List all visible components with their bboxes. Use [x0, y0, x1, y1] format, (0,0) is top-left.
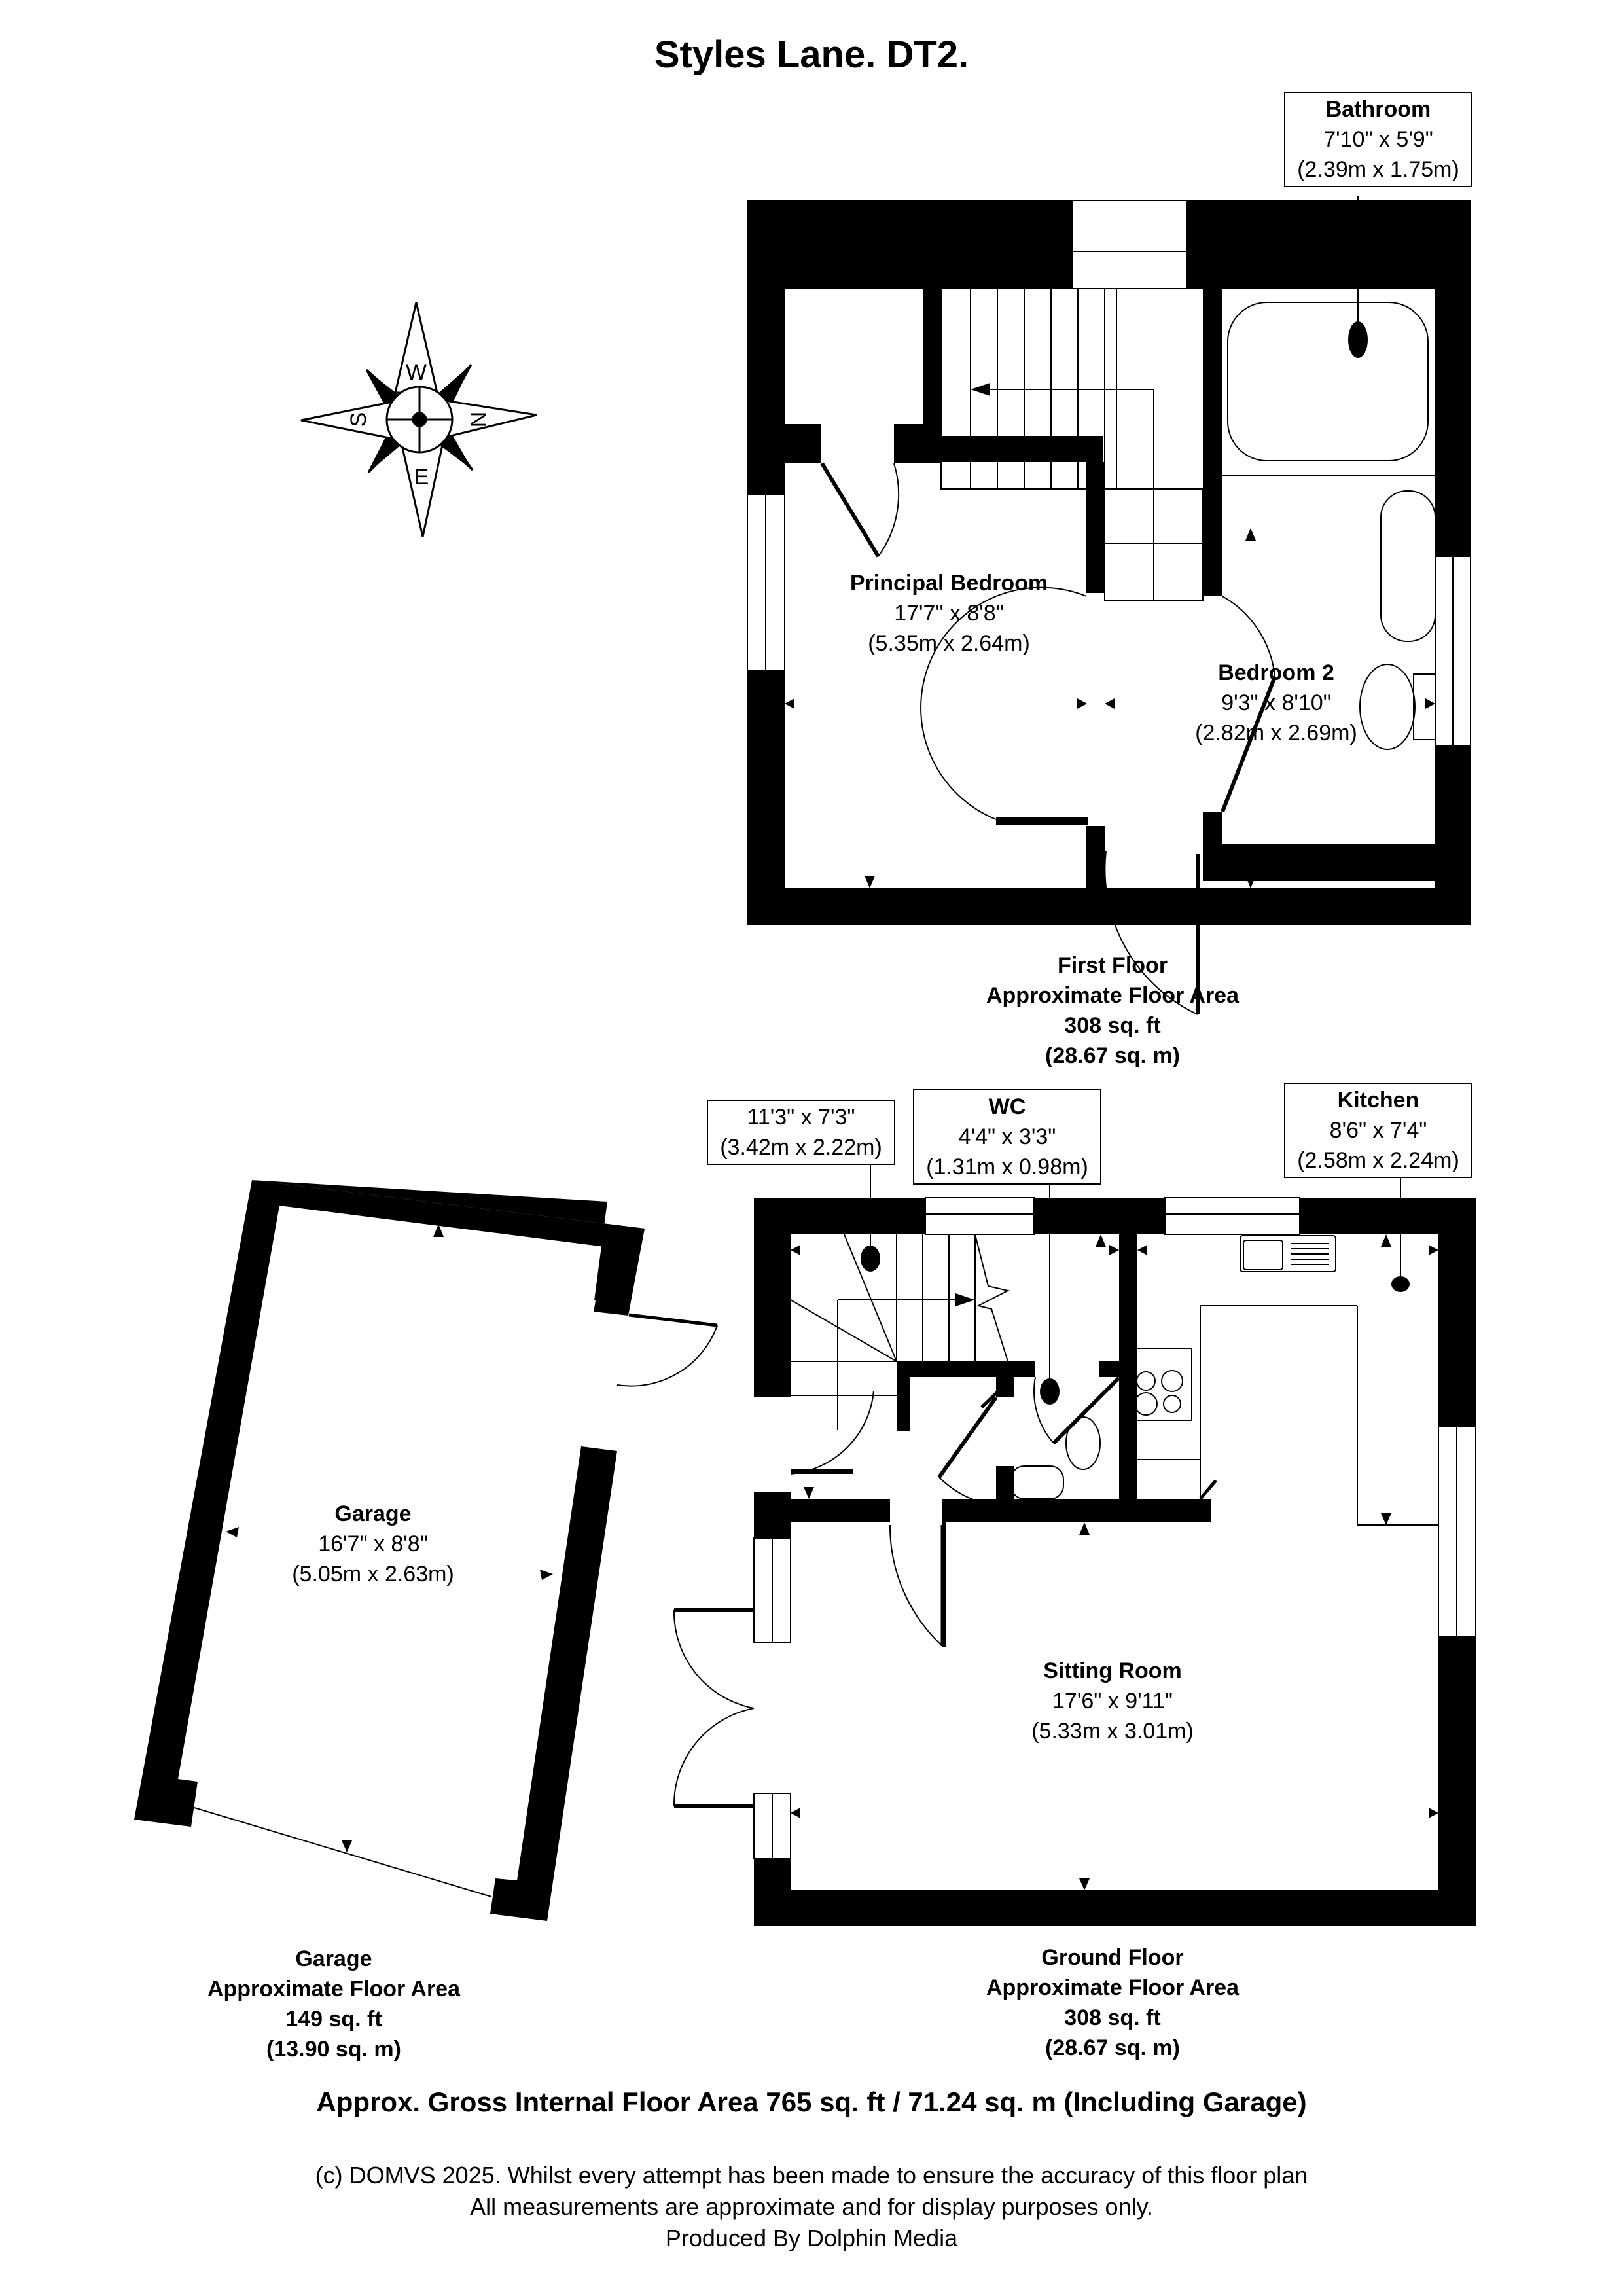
floor-label: Garage: [295, 1946, 372, 1971]
floor-area-sqm: (28.67 sq. m): [1045, 1043, 1180, 1068]
ground-floor-area: Ground Floor Approximate Floor Area 308 …: [916, 1943, 1309, 2063]
ground-floor-plan: [673, 1158, 1476, 1926]
floor-label: Ground Floor: [1041, 1945, 1184, 1970]
room-size-imperial: 8'6" x 7'4": [1329, 1118, 1427, 1143]
room-size-imperial: 16'7" x 8'8": [318, 1532, 428, 1556]
compass-w-label: W: [406, 360, 427, 385]
garage-plan: [134, 1180, 718, 1921]
room-size-imperial: 17'6" x 9'11": [1052, 1689, 1173, 1713]
room-name: Bathroom: [1325, 97, 1431, 122]
room-label-hall: 11'3" x 7'3" (3.42m x 2.22m): [707, 1100, 895, 1165]
svg-text:E: E: [414, 465, 429, 490]
room-label-bathroom: Bathroom 7'10" x 5'9" (2.39m x 1.75m): [1284, 92, 1472, 187]
footer-disclaimer: (c) DOMVS 2025. Whilst every attempt has…: [0, 2160, 1623, 2254]
page-title: Styles Lane. DT2.: [654, 33, 969, 76]
room-size-metric: (5.05m x 2.63m): [292, 1562, 454, 1587]
room-size-metric: (5.33m x 3.01m): [1031, 1719, 1194, 1744]
producer-line: Produced By Dolphin Media: [665, 2225, 958, 2251]
copyright-line: (c) DOMVS 2025. Whilst every attempt has…: [315, 2162, 1308, 2189]
room-size-imperial: 4'4" x 3'3": [958, 1124, 1056, 1149]
floor-area-sub: Approximate Floor Area: [986, 983, 1240, 1008]
room-size-imperial: 11'3" x 7'3": [747, 1105, 855, 1130]
room-size-metric: (2.58m x 2.24m): [1297, 1148, 1459, 1173]
gross-floor-area: Approx. Gross Internal Floor Area 765 sq…: [316, 2087, 1307, 2117]
floor-area-sub: Approximate Floor Area: [986, 1975, 1240, 2000]
floor-area-sqft: 308 sq. ft: [1064, 1013, 1161, 1038]
first-floor-plan: [747, 196, 1471, 1015]
room-size-metric: (5.35m x 2.64m): [868, 631, 1030, 656]
disclaimer-line: All measurements are approximate and for…: [470, 2193, 1153, 2220]
floor-label: First Floor: [1057, 953, 1168, 978]
floor-area-sub: Approximate Floor Area: [207, 1977, 461, 2001]
floor-area-sqm: (28.67 sq. m): [1045, 2036, 1180, 2060]
svg-text:S: S: [346, 412, 371, 427]
room-size-metric: (2.82m x 2.69m): [1195, 721, 1357, 745]
room-name: Bedroom 2: [1218, 660, 1334, 685]
room-size-imperial: 7'10" x 5'9": [1323, 127, 1433, 152]
compass-rose-icon: [300, 302, 537, 537]
room-size-metric: (3.42m x 2.22m): [720, 1135, 882, 1160]
floor-area-sqft: 308 sq. ft: [1064, 2005, 1161, 2030]
room-label-principal-bedroom: Principal Bedroom 17'7" x 8'8" (5.35m x …: [805, 568, 1093, 658]
room-label-sitting-room: Sitting Room 17'6" x 9'11" (5.33m x 3.01…: [969, 1656, 1257, 1746]
svg-text:N: N: [465, 412, 490, 428]
room-size-metric: (1.31m x 0.98m): [926, 1155, 1088, 1179]
floor-area-sqm: (13.90 sq. m): [266, 2037, 401, 2062]
room-label-kitchen: Kitchen 8'6" x 7'4" (2.58m x 2.24m): [1284, 1083, 1472, 1178]
room-label-garage: Garage 16'7" x 8'8" (5.05m x 2.63m): [242, 1499, 504, 1589]
room-size-imperial: 17'7" x 8'8": [894, 601, 1004, 626]
room-name: Kitchen: [1337, 1088, 1419, 1113]
room-name: WC: [988, 1094, 1026, 1119]
room-label-bedroom-2: Bedroom 2 9'3" x 8'10" (2.82m x 2.69m): [1139, 658, 1414, 748]
room-name: Garage: [334, 1501, 412, 1526]
garage-area: Garage Approximate Floor Area 149 sq. ft…: [137, 1944, 530, 2064]
room-size-imperial: 9'3" x 8'10": [1221, 691, 1331, 715]
room-name: Sitting Room: [1043, 1659, 1182, 1683]
room-size-metric: (2.39m x 1.75m): [1297, 157, 1459, 182]
first-floor-area: First Floor Approximate Floor Area 308 s…: [916, 950, 1309, 1071]
room-name: Principal Bedroom: [849, 571, 1048, 596]
room-label-wc: WC 4'4" x 3'3" (1.31m x 0.98m): [913, 1089, 1101, 1185]
floor-area-sqft: 149 sq. ft: [285, 2007, 382, 2032]
